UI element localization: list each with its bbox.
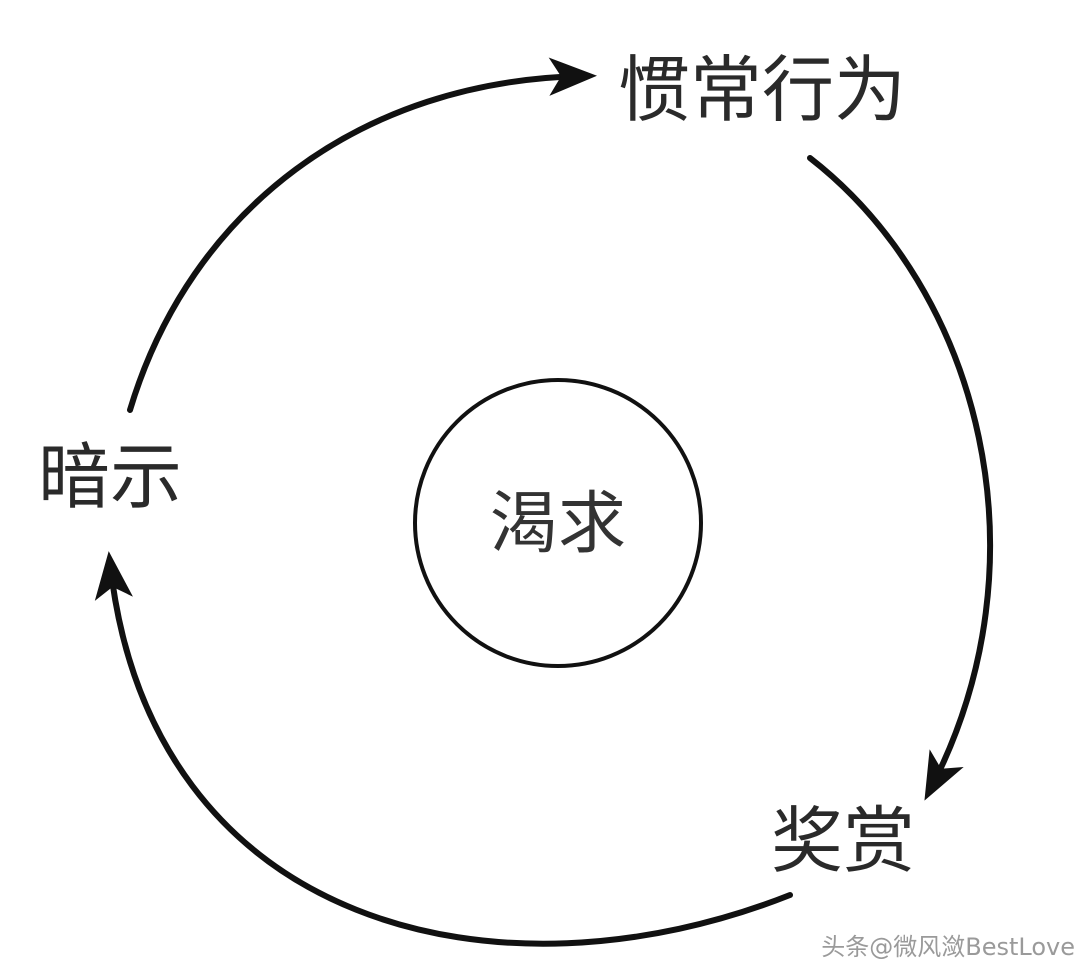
arc-reward-to-cue: [94, 551, 793, 947]
watermark-text: 头条@微风潋BestLove: [821, 933, 1075, 959]
arc-cue-to-routine: [127, 57, 597, 413]
center-circle: [413, 378, 703, 668]
center-label: 渴求: [490, 485, 626, 564]
step-label-reward: 奖赏: [771, 799, 915, 883]
arc-routine-to-reward: [807, 155, 993, 801]
step-label-routine: 惯常行为: [618, 48, 906, 132]
step-label-cue: 暗示: [38, 435, 182, 519]
